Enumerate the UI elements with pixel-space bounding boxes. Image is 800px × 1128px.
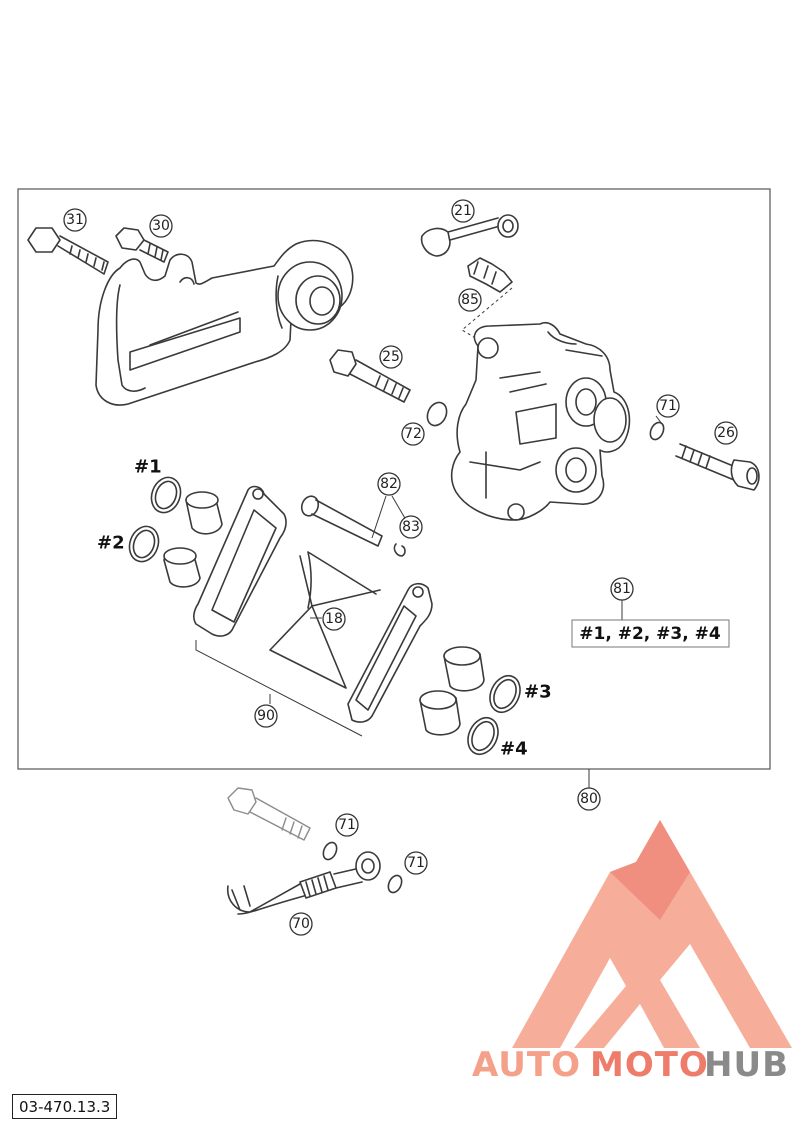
callout-83: 83 xyxy=(399,515,423,539)
bolt-25 xyxy=(329,349,411,403)
svg-text:#1, #2, #3, #4: #1, #2, #3, #4 xyxy=(579,624,721,644)
seal-label-1: #1 xyxy=(134,457,162,478)
pad-spring-18 xyxy=(269,551,381,689)
pad-pin-82 xyxy=(300,495,383,547)
svg-text:AUTO: AUTO xyxy=(472,1045,581,1085)
brake-hose-70 xyxy=(226,851,381,915)
brake-pad-left xyxy=(193,485,287,637)
svg-text:85: 85 xyxy=(461,292,479,308)
svg-text:80: 80 xyxy=(580,791,598,807)
callout-71-lower-b: 71 xyxy=(404,851,428,875)
bolt-31 xyxy=(27,227,109,275)
callout-21: 21 xyxy=(451,199,475,223)
o-ring-71-caliper xyxy=(649,421,665,441)
brake-caliper xyxy=(450,321,631,521)
svg-text:71: 71 xyxy=(407,855,425,871)
callout-81: 81 xyxy=(610,577,634,601)
callout-18: 18 xyxy=(322,607,346,631)
pistons-right xyxy=(419,646,485,736)
o-ring-71-lower-a xyxy=(322,841,338,861)
callout-31: 31 xyxy=(63,208,87,232)
seal-kit-label-box: #1, #2, #3, #4 xyxy=(571,619,730,648)
bolt-26 xyxy=(675,443,760,491)
seal-label-3: #3 xyxy=(524,682,552,703)
watermark-wordmark: AUTO MOTO HUB xyxy=(472,1045,789,1085)
bleeder-valve-85 xyxy=(461,257,513,349)
watermark-logo xyxy=(512,820,792,1048)
watermark-triangle-icon xyxy=(512,820,792,1048)
callout-82: 82 xyxy=(377,472,401,496)
svg-text:83: 83 xyxy=(402,519,420,535)
svg-text:26: 26 xyxy=(717,425,735,441)
seal-label-2: #2 xyxy=(97,533,125,554)
o-ring-72 xyxy=(426,401,448,427)
seal-4 xyxy=(467,716,499,756)
svg-text:90: 90 xyxy=(257,708,275,724)
callout-72: 72 xyxy=(401,422,425,446)
callout-80: 80 xyxy=(577,787,601,811)
banjo-bolt xyxy=(227,787,311,841)
seal-2 xyxy=(128,525,160,563)
assembly-frame xyxy=(17,188,771,770)
seal-3 xyxy=(489,674,521,714)
svg-text:81: 81 xyxy=(613,581,631,597)
svg-text:70: 70 xyxy=(292,916,310,932)
o-ring-71-lower-b xyxy=(387,874,403,894)
bolt-30 xyxy=(115,227,169,263)
brake-pad-right xyxy=(347,582,433,723)
svg-text:72: 72 xyxy=(404,426,422,442)
svg-text:82: 82 xyxy=(380,476,398,492)
svg-text:71: 71 xyxy=(659,398,677,414)
seal-label-4: #4 xyxy=(500,739,528,760)
callout-25: 25 xyxy=(379,345,403,369)
svg-text:18: 18 xyxy=(325,611,343,627)
callout-85: 85 xyxy=(458,288,482,312)
callout-71-caliper: 71 xyxy=(656,394,680,418)
callout-30: 30 xyxy=(149,214,173,238)
svg-text:21: 21 xyxy=(454,203,472,219)
pistons-left xyxy=(163,491,223,588)
caliper-support-bracket xyxy=(95,239,354,406)
svg-text:30: 30 xyxy=(152,218,170,234)
svg-text:31: 31 xyxy=(66,212,84,228)
document-number: 03-470.13.3 xyxy=(12,1094,118,1119)
callout-26: 26 xyxy=(714,421,738,445)
svg-text:MOTO: MOTO xyxy=(590,1045,709,1085)
svg-text:25: 25 xyxy=(382,349,400,365)
svg-text:71: 71 xyxy=(338,817,356,833)
callout-90: 90 xyxy=(254,704,278,728)
seal-1 xyxy=(150,476,182,514)
svg-text:HUB: HUB xyxy=(704,1045,789,1085)
callout-70: 70 xyxy=(289,912,313,936)
retaining-clip-83 xyxy=(393,543,406,557)
callout-71-lower-a: 71 xyxy=(335,813,359,837)
bleeder-cap-21 xyxy=(420,214,519,257)
